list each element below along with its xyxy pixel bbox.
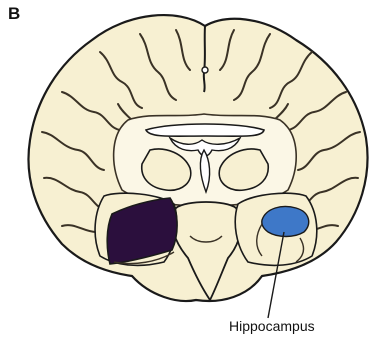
longitudinal-fissure	[204, 26, 205, 92]
corpus-callosum	[146, 124, 264, 136]
hippocampus-region	[262, 207, 309, 237]
panel-letter: B	[8, 4, 20, 24]
hippocampus-label: Hippocampus	[229, 318, 315, 334]
